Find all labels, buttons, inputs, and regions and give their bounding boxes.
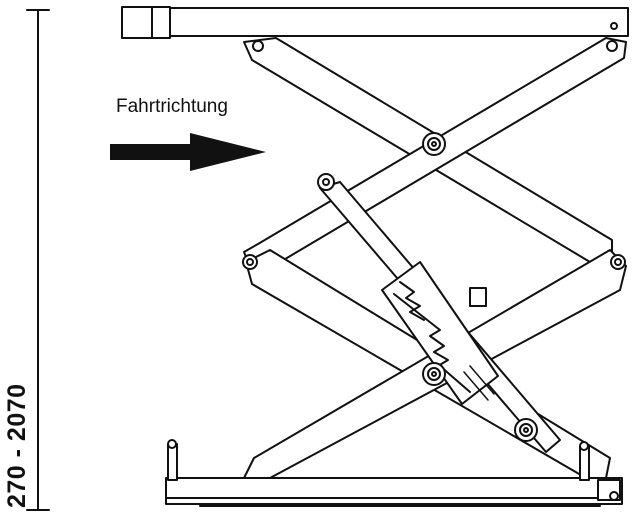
direction-label: Fahrtrichtung — [116, 96, 228, 117]
height-dimension — [26, 9, 50, 511]
arrow-right-icon — [110, 133, 266, 171]
base-frame — [165, 439, 623, 507]
height-range-label: 270 - 2070 — [3, 383, 31, 508]
top-platform — [121, 6, 629, 39]
hydraulic-cylinder — [319, 181, 561, 453]
pivot-pins — [242, 40, 626, 442]
